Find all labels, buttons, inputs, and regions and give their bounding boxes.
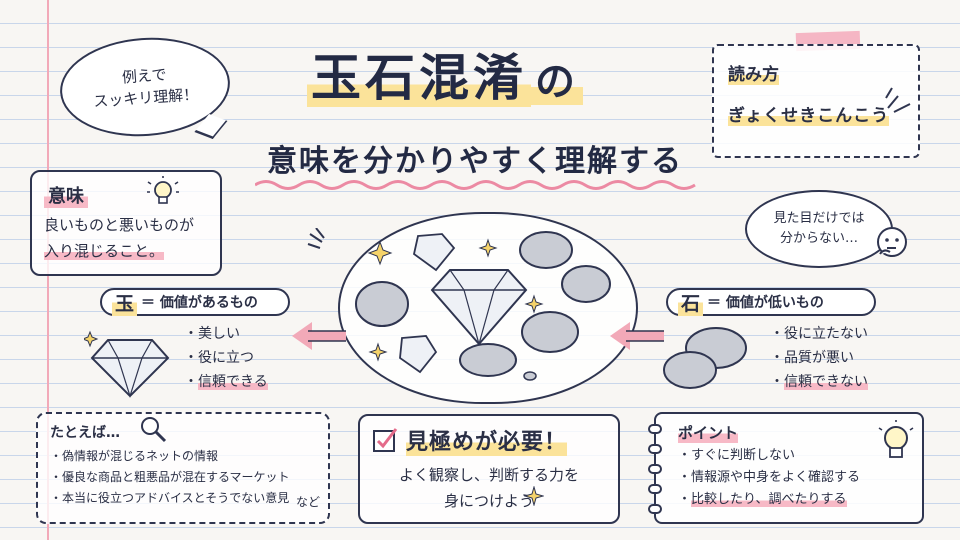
arrow-left-icon xyxy=(610,322,664,350)
arrow-left-icon xyxy=(292,322,346,350)
thought-line-2: 分からない… xyxy=(779,231,858,246)
list-item: 信頼できる xyxy=(184,370,268,394)
bubble-line-2: スッキリ理解！ xyxy=(92,85,199,111)
stone-desc: ＝ 価値が低いもの xyxy=(707,295,824,311)
list-item: 情報源や中身をよく確認する xyxy=(678,467,908,489)
meaning-label: 意味 xyxy=(44,182,88,208)
point-box: ポイント すぐに判断しない 情報源や中身をよく確認する 比較したり、調べたりする xyxy=(648,412,924,524)
list-item: 役に立たない xyxy=(770,322,868,346)
stone-list: 役に立たない 品質が悪い 信頼できない xyxy=(770,322,868,394)
point-label: ポイント xyxy=(678,422,739,443)
list-item: 品質が悪い xyxy=(770,346,868,370)
list-item: 優良な商品と粗悪品が混在するマーケット xyxy=(50,467,316,488)
reading-value: ぎょくせきこんこう xyxy=(728,106,890,126)
title-suffix: の xyxy=(531,58,583,105)
stone-kanji: 石 xyxy=(678,288,704,316)
jade-header: 玉 ＝ 価値があるもの xyxy=(100,288,290,316)
notebook-ring xyxy=(648,464,662,474)
example-etc: など xyxy=(295,495,320,509)
thought-bubble: 見た目だけでは 分からない… xyxy=(745,190,893,268)
jade-kanji: 玉 xyxy=(112,288,138,316)
wavy-underline xyxy=(255,180,696,190)
magnifier-icon xyxy=(141,417,167,443)
point-list: すぐに判断しない 情報源や中身をよく確認する 比較したり、調べたりする xyxy=(678,445,908,511)
meaning-line-2: 入り混じること。 xyxy=(44,242,165,260)
diamond-icon xyxy=(430,269,528,347)
title-main-text: 玉石混淆 xyxy=(307,48,531,107)
lightbulb-icon xyxy=(147,176,179,204)
notebook-ring xyxy=(648,484,662,494)
diamond-icon xyxy=(84,330,170,398)
key-message-line-1: よく観察し、判断する力を xyxy=(398,466,579,484)
example-box: たとえば… 偽情報が混じるネットの情報 優良な商品と粗悪品が混在するマーケット … xyxy=(36,412,330,524)
list-item: すぐに判断しない xyxy=(678,445,908,467)
checkbox-icon xyxy=(373,428,398,452)
list-item: 美しい xyxy=(184,322,268,346)
rock-icon xyxy=(663,327,747,389)
example-list: 偽情報が混じるネットの情報 優良な商品と粗悪品が混在するマーケット 本当に役立つ… xyxy=(50,446,316,509)
jade-list: 美しい 役に立つ 信頼できる xyxy=(184,322,268,394)
reading-card: 読み方 ぎょくせきこんこう xyxy=(712,44,920,158)
emphasis-lines-left-icon xyxy=(307,228,325,249)
emphasis-lines-icon xyxy=(885,87,911,113)
key-message-title: 見極めが必要！ xyxy=(406,424,568,456)
notebook-ring xyxy=(648,424,662,434)
key-message-text: よく観察し、判断する力を 身につけよう xyxy=(372,462,606,514)
key-message-heading: 見極めが必要！ xyxy=(372,424,606,456)
notebook-ring xyxy=(648,444,662,454)
thought-line-1: 見た目だけでは xyxy=(773,211,865,226)
sparkle-icon xyxy=(524,486,544,506)
notebook-ring xyxy=(648,504,662,514)
key-message-box: 見極めが必要！ よく観察し、判断する力を 身につけよう xyxy=(358,414,620,524)
thinking-face-icon xyxy=(877,227,907,257)
list-item: 役に立つ xyxy=(184,346,268,370)
meaning-text: 良いものと悪いものが 入り混じること。 xyxy=(44,212,208,264)
example-label: たとえば… xyxy=(50,425,120,441)
page-subtitle: 意味を分かりやすく理解する xyxy=(267,144,683,179)
page-title: 玉石混淆の xyxy=(245,38,645,110)
meaning-line-1: 良いものと悪いものが xyxy=(44,216,195,234)
list-item: 信頼できない xyxy=(770,370,868,394)
stone-header: 石 ＝ 価値が低いもの xyxy=(666,288,876,316)
list-item: 偽情報が混じるネットの情報 xyxy=(50,446,316,467)
reading-label: 読み方 xyxy=(728,65,779,85)
bubble-line-1: 例えで xyxy=(121,65,168,87)
meaning-box: 意味 良いものと悪いものが 入り混じること。 xyxy=(30,170,222,276)
jade-desc: ＝ 価値があるもの xyxy=(141,295,258,311)
gems-and-rocks-illustration xyxy=(355,231,611,381)
key-message-line-2: 身につけよう xyxy=(443,492,534,510)
speech-bubble-intro: 例えで スッキリ理解！ xyxy=(56,32,234,142)
list-item: 本当に役立つアドバイスとそうでない意見 xyxy=(50,488,316,509)
lightbulb-icon xyxy=(878,420,914,458)
list-item: 比較したり、調べたりする xyxy=(678,489,908,511)
